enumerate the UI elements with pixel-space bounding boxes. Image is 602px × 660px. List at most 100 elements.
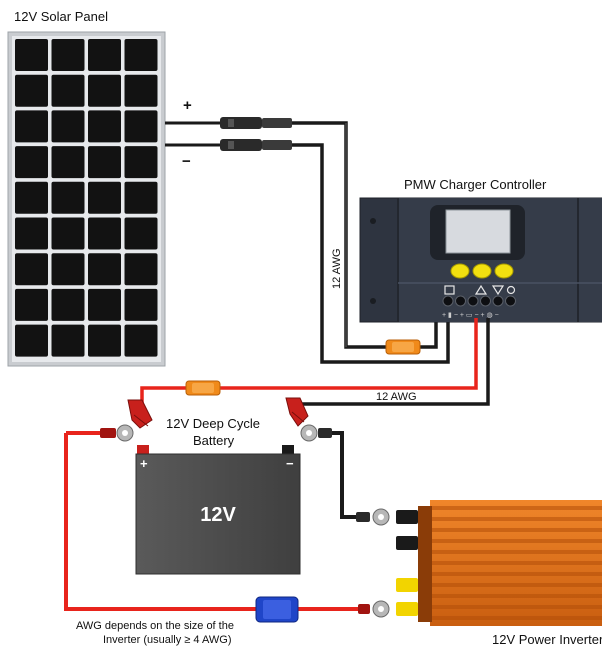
inline-fuse-inverter [255,596,299,623]
panel-cell [51,146,85,179]
panel-cell [51,324,85,357]
panel-plus-sign: + [183,97,192,114]
panel-cell [124,110,158,143]
inverter-cooling-fins [432,506,602,620]
controller-terminal-markings: + ▮ − + ▭ − + ◍ − [442,312,499,319]
awg-note-line2: Inverter (usually ≥ 4 AWG) [103,634,232,646]
panel-cell [15,74,48,107]
bulb-icon [506,285,516,295]
panel-cell [15,110,48,143]
battery-title-line1: 12V Deep Cycle [166,416,260,431]
panel-cell [15,39,48,71]
awg-note-line1: AWG depends on the size of the [76,620,234,632]
panel-cell [88,181,121,214]
positive-alligator-clip [127,399,153,429]
panel-cell [88,110,121,143]
load-icon [491,285,505,296]
mc4-positive-connector [220,117,292,129]
panel-cell [15,146,48,179]
solar-panel: 12V Solar Panel [7,9,166,367]
panel-minus-sign: − [182,153,191,170]
panel-cell [51,288,85,321]
panel-cell [88,74,121,107]
inverter-fin [432,572,602,576]
inverter-negative-terminal-2 [396,536,418,550]
panel-cell [51,39,85,71]
panel-cell [88,146,121,179]
panel-cell [124,74,158,107]
panel-connectors: + − [165,97,292,170]
panel-cell [51,181,85,214]
battery-plus-sign: + [140,456,148,471]
inverter-fin [432,517,602,521]
solar-panel-icon [444,285,455,295]
inverter-fin [432,539,602,543]
panel-cell [124,217,158,250]
panel-cell [51,217,85,250]
inverter-fin [432,605,602,609]
panel-cell [124,288,158,321]
inverter-fin [432,616,602,620]
battery-title-line2: Battery [193,433,235,448]
negative-alligator-clip [285,397,309,427]
panel-to-controller-wires: 12 AWG [292,121,450,364]
panel-cell [15,217,48,250]
controller-terminals [442,295,516,307]
battery: + − 12V [135,445,301,575]
controller-button-1[interactable] [450,263,470,279]
inline-fuse-battery [185,380,221,396]
controller-button-2[interactable] [472,263,492,279]
battery-ring-terminals [66,424,332,442]
panel-cell [51,253,85,286]
solar-panel-label: 12V Solar Panel [14,9,108,24]
inverter-fin [432,506,602,510]
inverter-positive-terminal-2 [396,602,418,616]
power-inverter [396,500,602,626]
panel-cell [124,146,158,179]
panel-cell-grid [15,39,158,357]
battery-voltage-label: 12V [200,504,236,526]
inverter-fin [432,594,602,598]
controller-terminal [492,295,504,307]
battery-icon [474,284,488,295]
battery-to-inverter-cables [64,431,390,623]
inverter-label: 12V Power Inverter [492,632,602,647]
wire-gauge-label-horizontal: 12 AWG [376,391,417,403]
panel-cell [124,253,158,286]
battery-minus-sign: − [286,456,294,471]
inverter-fin [432,583,602,587]
panel-cell [15,288,48,321]
panel-cell [51,110,85,143]
panel-cell [15,253,48,286]
controller-terminal [505,295,516,307]
inverter-positive-terminal [396,578,418,592]
controller-terminal [442,295,454,307]
inline-fuse-panel [385,339,421,355]
panel-cell [88,253,121,286]
panel-cell [88,39,121,71]
controller-terminal [455,295,466,307]
wire-gauge-label-vertical: 12 AWG [331,248,343,289]
controller-screen [445,209,511,254]
panel-cell [88,217,121,250]
controller-status-icons [444,284,516,296]
panel-cell [51,74,85,107]
panel-cell [124,324,158,357]
controller-terminal [467,295,479,307]
controller-button-3[interactable] [494,263,514,279]
controller-terminal [480,295,491,307]
panel-cell [88,324,121,357]
panel-cell [124,181,158,214]
charge-controller: PMW Charger Controller + ▮ − + ▭ − + ◍ − [359,177,602,323]
panel-cell [15,324,48,357]
mc4-negative-connector [220,139,292,151]
inverter-fin [432,528,602,532]
controller-label: PMW Charger Controller [404,177,547,192]
panel-cell [88,288,121,321]
inverter-fin [432,550,602,554]
inverter-fin [432,561,602,565]
inverter-negative-terminal [396,510,418,524]
panel-cell [15,181,48,214]
panel-cell [124,39,158,71]
